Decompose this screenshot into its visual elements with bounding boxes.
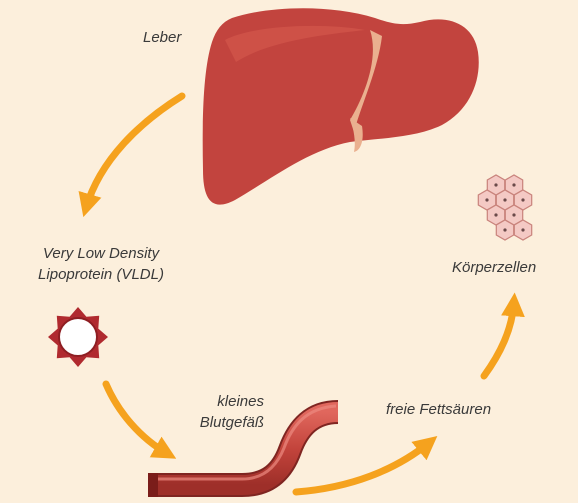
label-vldl: Very Low Density Lipoprotein (VLDL) — [12, 243, 190, 285]
label-fatty-acids: freie Fettsäuren — [386, 399, 491, 420]
label-vessel: kleines Blutgefäß — [166, 391, 264, 433]
arrow-fattyacids-to-cells — [484, 302, 514, 376]
arrow-liver-to-vldl — [86, 96, 182, 208]
cell-nucleus — [503, 228, 506, 231]
arrow-vessel-to-fattyacids — [296, 442, 430, 492]
cell-nucleus — [503, 198, 506, 201]
label-vldl-line-2: Lipoprotein (VLDL) — [12, 264, 190, 285]
arrow-vldl-to-vessel — [106, 384, 168, 454]
label-body-cells: Körperzellen — [452, 257, 536, 278]
vldl-particle-icon — [48, 307, 108, 367]
label-liver: Leber — [143, 27, 181, 48]
cell-nucleus — [521, 228, 524, 231]
label-vessel-line-1: kleines — [166, 391, 264, 412]
cell-nucleus — [494, 183, 497, 186]
cell-nucleus — [494, 213, 497, 216]
cell-nucleus — [512, 213, 515, 216]
cell-nucleus — [485, 198, 488, 201]
label-vessel-line-2: Blutgefäß — [166, 412, 264, 433]
label-vldl-line-1: Very Low Density — [12, 243, 190, 264]
cell-nucleus — [521, 198, 524, 201]
cell-nucleus — [512, 183, 515, 186]
liver-icon — [203, 8, 479, 204]
body-cells-icon — [478, 175, 531, 240]
